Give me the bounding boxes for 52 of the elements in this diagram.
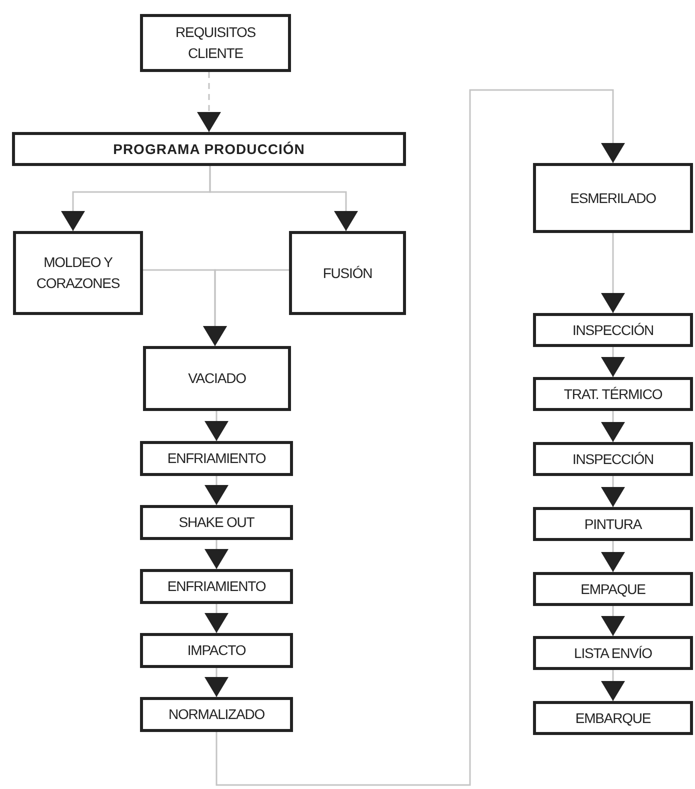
step-label: NORMALIZADO <box>168 705 265 724</box>
step-label: EMPAQUE <box>580 580 646 599</box>
step-label: PINTURA <box>584 514 642 534</box>
arrow <box>601 347 625 377</box>
arrow <box>601 606 625 636</box>
step-label: INSPECCIÓN <box>572 320 654 340</box>
step-label: ENFRIAMIENTO <box>167 577 266 596</box>
process-box <box>533 377 693 411</box>
arrow <box>203 269 289 346</box>
process-box <box>533 313 693 347</box>
step-label: EMBARQUE <box>575 708 651 728</box>
step-label: SHAKE OUT <box>178 513 254 532</box>
process-box <box>533 442 693 476</box>
process-box <box>13 231 143 315</box>
arrow <box>209 166 358 231</box>
step-label: ESMERILADO <box>570 188 656 208</box>
arrow <box>204 668 228 697</box>
arrow <box>204 604 228 633</box>
arrow <box>204 411 228 441</box>
process-box <box>140 633 293 668</box>
step-label: TRAT. TÉRMICO <box>564 384 662 404</box>
step-label: REQUISITOS CLIENTE <box>174 23 257 63</box>
step-label: MOLDEO Y CORAZONES <box>35 253 121 293</box>
process-box <box>140 697 293 732</box>
process-box <box>533 636 693 670</box>
process-box <box>143 346 291 411</box>
step-label: LISTA ENVÍO <box>574 644 652 662</box>
process-box <box>533 507 693 541</box>
arrow <box>601 541 625 572</box>
arrow <box>197 72 221 132</box>
step-label: PROGRAMA PRODUCCIÓN <box>113 140 305 158</box>
step-label: INSPECCIÓN <box>572 450 654 468</box>
arrow <box>601 670 625 701</box>
process-box <box>533 163 693 233</box>
arrow <box>601 476 625 507</box>
process-box <box>140 505 293 540</box>
process-box <box>533 572 693 606</box>
process-box <box>140 14 291 72</box>
arrow <box>204 540 228 569</box>
arrow <box>216 89 625 786</box>
step-label: VACIADO <box>188 369 246 388</box>
step-label: ENFRIAMIENTO <box>167 449 266 468</box>
process-box <box>533 701 693 735</box>
arrow <box>204 476 228 505</box>
process-box <box>140 569 293 604</box>
arrow <box>601 233 625 313</box>
process-box <box>140 441 293 476</box>
step-label: IMPACTO <box>187 641 246 660</box>
arrow <box>601 411 625 442</box>
step-label: FUSIÓN <box>322 264 372 282</box>
process-box <box>289 231 406 315</box>
process-box <box>12 132 406 166</box>
